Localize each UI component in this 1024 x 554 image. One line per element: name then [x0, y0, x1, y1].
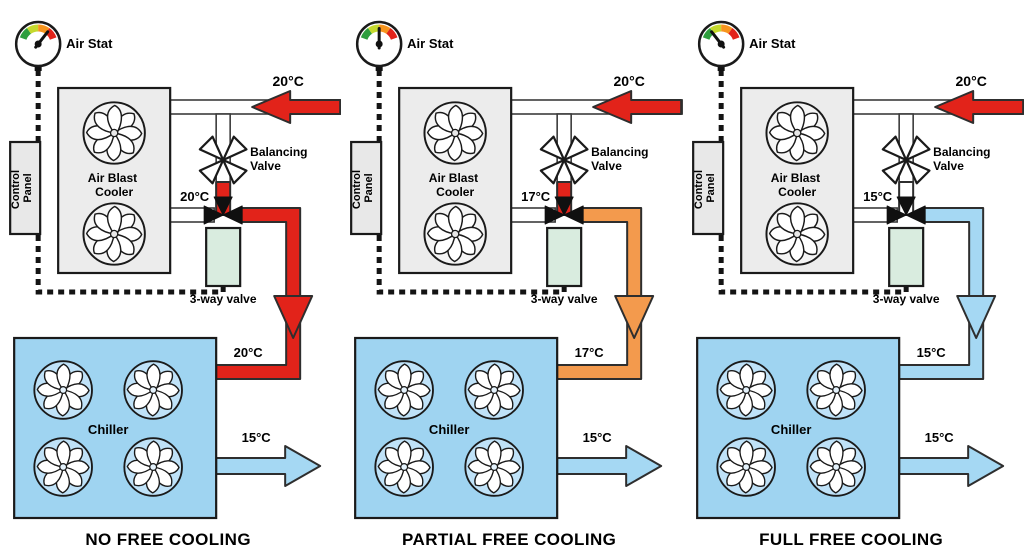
fan-icon: [124, 361, 182, 419]
air-stat-label: Air Stat: [66, 36, 113, 51]
three-way-valve-label: 3-way valve: [872, 292, 939, 306]
mid-temp-label: 17°C: [521, 189, 551, 204]
return-temp-label: 20°C: [614, 73, 645, 89]
gauge-hub: [34, 40, 42, 48]
fan-icon: [83, 102, 144, 163]
balancing-valve-label: Balancing Valve: [591, 145, 652, 173]
fan-icon: [34, 438, 92, 496]
chiller-inlet-temp-label: 20°C: [234, 345, 264, 360]
return-temp-label: 20°C: [273, 73, 304, 89]
return-flow-arrow: [933, 90, 1024, 124]
fan-icon: [124, 438, 182, 496]
gauge-arc-orange: [37, 24, 50, 34]
three-way-valve-label: 3-way valve: [190, 292, 257, 306]
fan-icon: [807, 361, 865, 419]
chiller-outlet-flow-arrow: [897, 445, 1004, 487]
air-blast-cooler-label: Air Blast Cooler: [88, 171, 141, 199]
gauge-arc-orange: [720, 24, 733, 34]
fan-icon: [766, 102, 827, 163]
supply-flow-down-arrow: [273, 295, 314, 339]
chiller-outlet-flow-arrow: [556, 445, 663, 487]
chiller-outlet-temp-label: 15°C: [242, 430, 272, 445]
three-way-valve-body: [205, 226, 242, 288]
three-way-valve-label: 3-way valve: [531, 292, 598, 306]
fan-icon: [466, 438, 524, 496]
chiller-outlet-temp-label: 15°C: [924, 430, 954, 445]
mid-temp-label: 15°C: [863, 189, 893, 204]
control-panel-label: Control Panel: [693, 167, 717, 209]
air-blast-cooler-label: Air Blast Cooler: [429, 171, 482, 199]
supply-flow-down-arrow: [955, 295, 996, 339]
chiller-label: Chiller: [771, 422, 811, 437]
air-stat-gauge: [356, 20, 403, 71]
fan-icon: [425, 203, 486, 264]
balancing-valve-icon: [881, 135, 931, 185]
return-temp-label: 20°C: [955, 73, 986, 89]
mid-temp-label: 20°C: [180, 189, 210, 204]
return-flow-arrow: [592, 90, 683, 124]
control-panel-box: [9, 140, 42, 236]
balancing-valve-icon: [540, 135, 589, 185]
air-stat-label: Air Stat: [407, 36, 454, 51]
cooling-panel: Control Panel Air Blast Cooler Chiller B…: [9, 20, 342, 549]
control-panel-box: [350, 140, 383, 236]
gauge-hub: [375, 40, 383, 48]
three-way-valve-icon: [203, 196, 243, 225]
return-flow-arrow: [251, 90, 342, 124]
three-way-valve-icon: [886, 196, 926, 225]
air-stat-gauge: [697, 20, 745, 71]
chiller-inlet-temp-label: 15°C: [916, 345, 946, 360]
air-stat-label: Air Stat: [749, 36, 796, 51]
fan-icon: [766, 203, 827, 264]
gauge-arc-red: [386, 28, 398, 40]
air-blast-cooler-label: Air Blast Cooler: [770, 171, 823, 199]
panel-caption: NO FREE COOLING: [85, 530, 251, 549]
gauge-arc-yellow: [26, 24, 39, 34]
chiller-outlet-flow-arrow: [215, 445, 322, 487]
fan-icon: [717, 438, 775, 496]
fan-icon: [807, 438, 865, 496]
gauge-arc-yellow: [709, 24, 722, 34]
fan-icon: [466, 361, 524, 419]
chiller-label: Chiller: [429, 422, 469, 437]
fan-icon: [376, 438, 434, 496]
supply-flow-down-arrow: [614, 295, 655, 339]
chiller-inlet-temp-label: 17°C: [575, 345, 605, 360]
gauge-arc-green: [361, 28, 373, 40]
cooling-panel: Control Panel Air Blast Cooler Chiller B…: [350, 20, 683, 549]
fan-icon: [376, 361, 434, 419]
fan-icon: [34, 361, 92, 419]
gauge-hub: [717, 40, 725, 48]
chiller-outlet-temp-label: 15°C: [583, 430, 613, 445]
cooling-panel: Control Panel Air Blast Cooler Chiller B…: [691, 20, 1024, 549]
air-stat-gauge: [14, 20, 62, 71]
control-panel-label: Control Panel: [10, 167, 34, 209]
three-way-valve-body: [546, 226, 583, 288]
gauge-arc-red: [727, 28, 740, 40]
balancing-valve-icon: [198, 135, 248, 185]
fan-icon: [717, 361, 775, 419]
fan-icon: [83, 203, 144, 264]
three-way-valve-body: [887, 226, 924, 288]
three-way-valve-icon: [544, 196, 584, 225]
panel-caption: FULL FREE COOLING: [759, 530, 943, 549]
balancing-valve-label: Balancing Valve: [250, 145, 311, 173]
control-panel-box: [691, 140, 724, 236]
balancing-valve-label: Balancing Valve: [933, 145, 994, 173]
control-panel-label: Control Panel: [351, 167, 375, 209]
fan-icon: [425, 102, 486, 163]
panel-caption: PARTIAL FREE COOLING: [402, 530, 616, 549]
gauge-arc-green: [19, 28, 32, 40]
chiller-label: Chiller: [88, 422, 128, 437]
